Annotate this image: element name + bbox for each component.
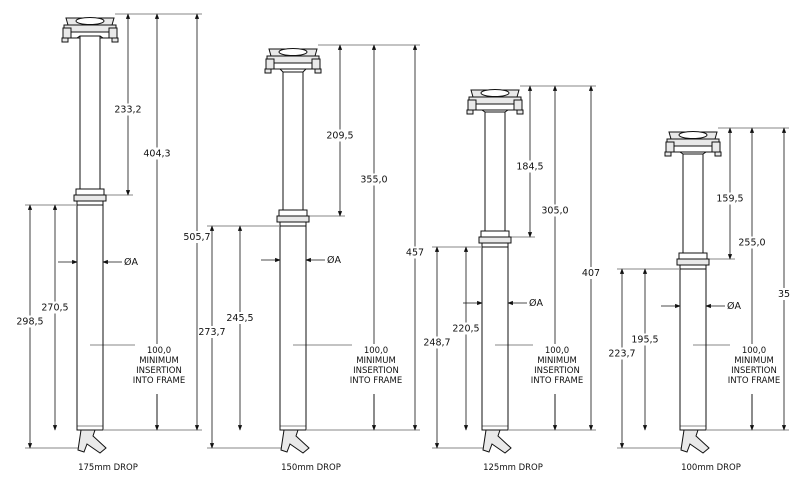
drop-caption: 100mm DROP	[681, 463, 741, 473]
seatpost-drawing: 159,5 255,0 35 223,7 195,5 ØA 100,0MINIMUMINSE…	[608, 127, 797, 473]
seat-height-dimension-label: 273,7	[198, 327, 225, 338]
total-length-dimension-label: 505,7	[183, 232, 210, 243]
lower-tube	[76, 204, 104, 431]
minimum-insertion-line: MINIMUM	[356, 356, 396, 366]
remote-actuator	[280, 429, 310, 454]
remote-actuator	[680, 429, 710, 454]
remote-actuator	[482, 429, 512, 454]
minimum-insertion-line: INSERTION	[534, 366, 580, 376]
drop-dimension-label: 233,2	[114, 105, 141, 116]
drop-caption: 175mm DROP	[78, 463, 138, 473]
minimum-insertion-line: 100,0	[147, 346, 171, 356]
total-length-dimension-label: 407	[582, 268, 600, 279]
diameter-label: ØA	[529, 298, 543, 309]
seal-collar	[676, 252, 710, 270]
saddle-clamp-head	[664, 131, 722, 157]
seat-height-dimension-label: 248,7	[423, 338, 450, 349]
lower-tube	[481, 246, 509, 431]
seat-height-dimension-label: 298,5	[16, 317, 43, 328]
total-length-dimension-label: 35	[778, 289, 790, 300]
minimum-insertion-line: 100,0	[545, 346, 569, 356]
seal-collar	[73, 188, 107, 206]
minimum-insertion-line: 100,0	[742, 346, 766, 356]
body-length-dimension-label: 195,5	[631, 335, 658, 346]
minimum-insertion-line: MINIMUM	[139, 356, 179, 366]
body-length-dimension-label: 220,5	[452, 324, 479, 335]
saddle-clamp-head	[466, 89, 524, 115]
minimum-insertion-line: INSERTION	[136, 366, 182, 376]
minimum-insertion-line: INTO FRAME	[133, 376, 185, 386]
total-length-dimension-label: 457	[406, 248, 424, 259]
drop-caption: 150mm DROP	[281, 463, 341, 473]
diameter-label: ØA	[124, 257, 138, 268]
lower-tube	[679, 268, 707, 431]
drop-dimension-label: 159,5	[716, 194, 743, 205]
diameter-label: ØA	[727, 301, 741, 312]
upper-stanchion	[79, 35, 101, 196]
seatpost-drawing: 233,2404,3505,7298,5270,5ØA100,0MINIMUMI…	[16, 13, 211, 473]
lower-tube	[279, 225, 307, 431]
minimum-insertion-line: INSERTION	[731, 366, 777, 376]
seal-collar	[276, 209, 310, 227]
seal-collar	[478, 230, 512, 248]
diameter-label: ØA	[327, 255, 341, 266]
remote-actuator	[77, 429, 107, 454]
saddle-clamp-head	[264, 48, 322, 74]
body-length-dimension-label: 270,5	[41, 303, 68, 314]
minimum-insertion-line: INTO FRAME	[350, 376, 402, 386]
body-length-dimension-label: 245,5	[226, 313, 253, 324]
drop-caption: 125mm DROP	[483, 463, 543, 473]
upper-length-dimension-label: 255,0	[738, 238, 765, 249]
upper-stanchion	[282, 71, 304, 217]
dimension-lines	[207, 44, 420, 449]
drop-dimension-label: 184,5	[516, 162, 543, 173]
minimum-insertion-line: MINIMUM	[537, 356, 577, 366]
upper-length-dimension-label: 355,0	[360, 175, 387, 186]
minimum-insertion-line: 100,0	[364, 346, 388, 356]
upper-stanchion	[682, 153, 704, 260]
upper-length-dimension-label: 404,3	[143, 149, 170, 160]
minimum-insertion-line: INSERTION	[353, 366, 399, 376]
upper-stanchion	[484, 111, 506, 238]
upper-length-dimension-label: 305,0	[541, 206, 568, 217]
drop-dimension-label: 209,5	[326, 131, 353, 142]
minimum-insertion-line: INTO FRAME	[531, 376, 583, 386]
minimum-insertion-line: MINIMUM	[734, 356, 774, 366]
minimum-insertion-line: INTO FRAME	[728, 376, 780, 386]
seat-height-dimension-label: 223,7	[608, 349, 635, 360]
